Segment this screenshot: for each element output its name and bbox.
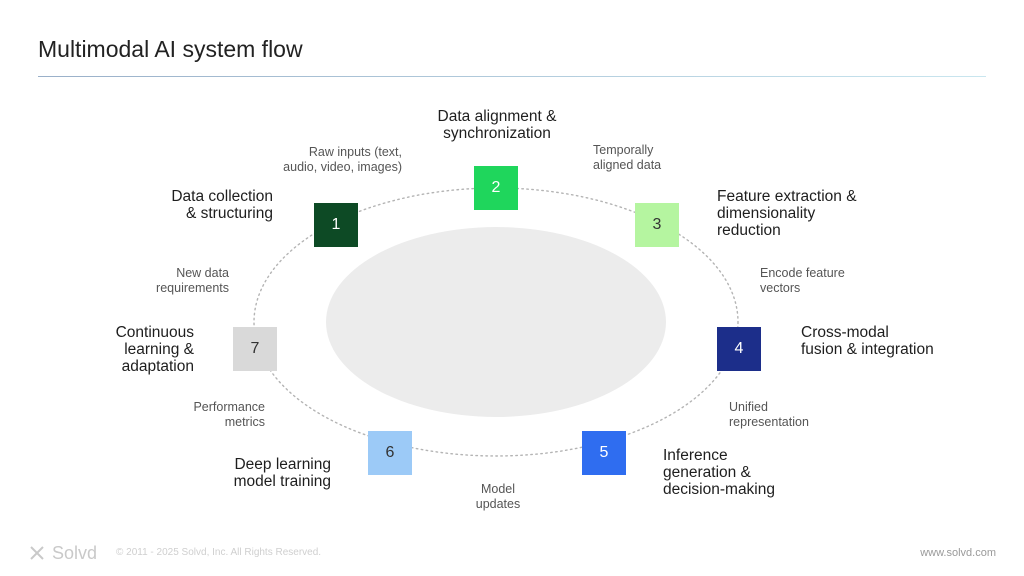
step-1-box: 1: [314, 203, 358, 247]
step-7-label-line: adaptation: [121, 358, 194, 375]
step-3-label-line: Feature extraction &: [717, 188, 857, 205]
solvd-logo-icon: [30, 546, 44, 560]
step-7-box: 7: [233, 327, 277, 371]
step-2-number: 2: [491, 179, 501, 196]
step-5-number: 5: [599, 444, 609, 461]
center-ellipse: [326, 227, 666, 417]
flow-label-line: requirements: [156, 281, 229, 295]
flow-label-line: Model: [480, 482, 516, 496]
title-divider: [38, 76, 986, 77]
step-5-label: Inference generation & decision-making: [663, 447, 775, 498]
flow-label-1-2: Raw inputs (text, audio, video, images): [283, 145, 402, 175]
step-3-label-line: reduction: [717, 222, 781, 239]
footer-logo[interactable]: Solvd: [28, 542, 97, 564]
step-1-label-line: & structuring: [185, 205, 273, 222]
flow-label-4-5: Unified representation: [729, 400, 809, 430]
page-title: Multimodal AI system flow: [38, 36, 303, 62]
flow-label-line: New data: [176, 266, 229, 280]
step-7-label-line: learning &: [124, 341, 194, 358]
step-1-number: 1: [331, 216, 341, 233]
flow-label-line: aligned data: [593, 158, 662, 172]
step-1-label-line: Data collection: [171, 188, 273, 205]
flow-label-line: vectors: [760, 281, 801, 295]
flow-label-2-3: Temporally aligned data: [593, 143, 661, 173]
flow-label-line: Performance: [193, 400, 265, 414]
step-5-label-line: Inference: [663, 447, 728, 464]
step-3-box: 3: [635, 203, 679, 247]
flow-label-line: representation: [729, 415, 809, 429]
footer-url[interactable]: www.solvd.com: [920, 547, 996, 559]
step-6-number: 6: [385, 444, 395, 461]
flow-label-line: updates: [475, 497, 521, 511]
step-4-label: Cross-modal fusion & integration: [801, 324, 934, 358]
step-3-label-line: dimensionality: [717, 205, 816, 222]
step-5-label-line: generation &: [663, 464, 751, 481]
flow-label-3-4: Encode feature vectors: [760, 266, 845, 296]
flow-label-line: Raw inputs (text,: [308, 145, 402, 159]
footer-brand: Solvd: [52, 542, 98, 563]
flow-label-line: Encode feature: [760, 266, 845, 280]
step-2-label-line: synchronization: [443, 125, 551, 142]
step-6-label: Deep learning model training: [234, 456, 331, 490]
step-5-label-line: decision-making: [663, 481, 775, 498]
step-7-label-line: Continuous: [115, 324, 194, 341]
flow-label-line: metrics: [224, 415, 265, 429]
step-6-label-line: Deep learning: [234, 456, 331, 473]
footer-copyright: © 2011 - 2025 Solvd, Inc. All Rights Res…: [116, 547, 322, 558]
step-7-label: Continuous learning & adaptation: [116, 324, 194, 375]
step-5-box: 5: [582, 431, 626, 475]
step-4-label-line: fusion & integration: [801, 341, 934, 358]
step-3-label: Feature extraction & dimensionality redu…: [717, 188, 857, 239]
cycle-path: [253, 187, 739, 457]
step-7-number: 7: [250, 340, 260, 357]
flow-label-line: Temporally: [593, 143, 654, 157]
step-6-box: 6: [368, 431, 412, 475]
flow-label-line: Unified: [729, 400, 768, 414]
step-4-number: 4: [734, 340, 744, 357]
flow-label-line: audio, video, images): [283, 160, 402, 174]
flow-label-5-6: Model updates: [448, 482, 548, 512]
step-3-number: 3: [652, 216, 662, 233]
step-1-label: Data collection & structuring: [171, 188, 273, 222]
step-2-box: 2: [474, 166, 518, 210]
flow-label-7-1: New data requirements: [156, 266, 229, 296]
step-4-box: 4: [717, 327, 761, 371]
step-6-label-line: model training: [233, 473, 331, 490]
step-2-label: Data alignment & synchronization: [416, 108, 578, 142]
step-2-label-line: Data alignment &: [437, 108, 557, 125]
flow-label-6-7: Performance metrics: [193, 400, 265, 430]
step-4-label-line: Cross-modal: [801, 324, 889, 341]
